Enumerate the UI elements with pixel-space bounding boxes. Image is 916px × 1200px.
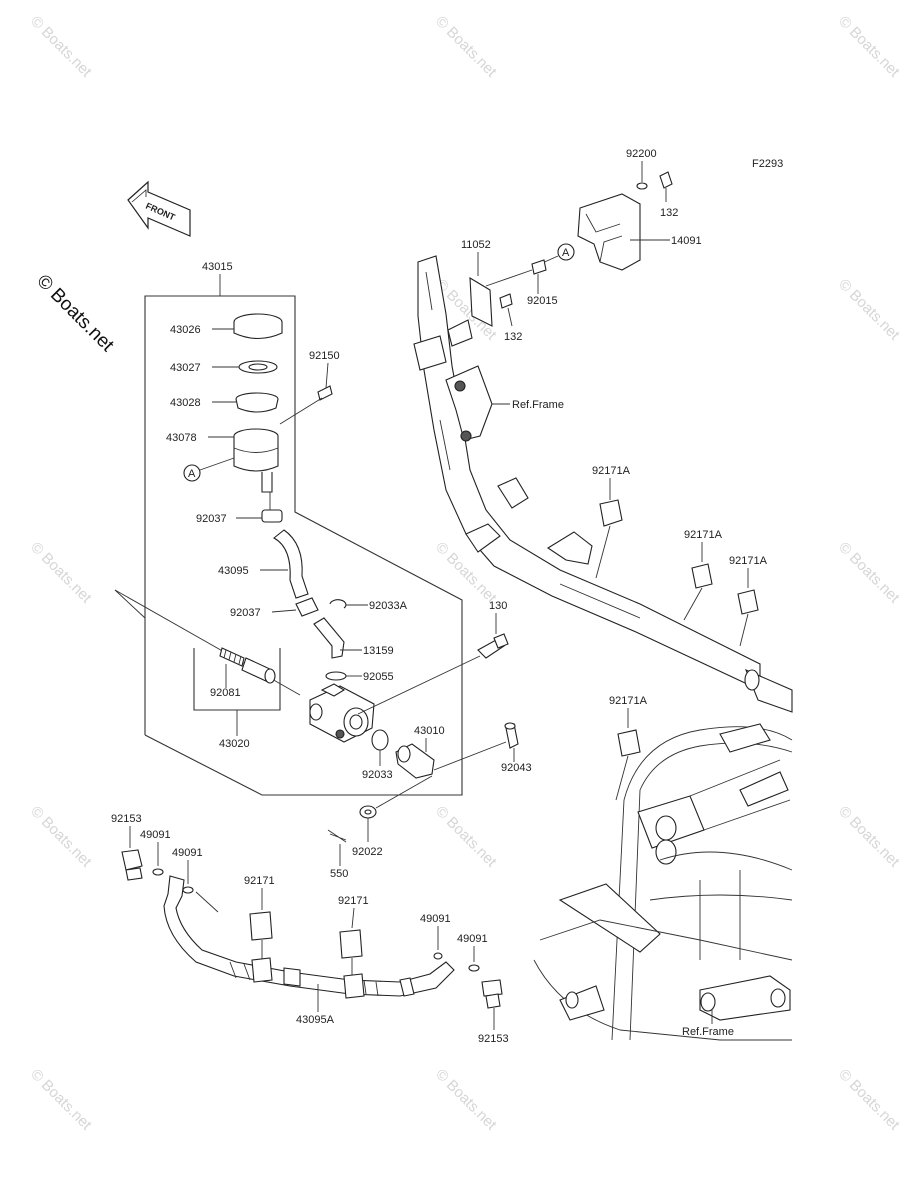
part-label-43026: 43026 [170, 324, 201, 336]
assembly-43015-frame: 43015 [144, 261, 463, 796]
part-label-92081: 92081 [210, 687, 241, 699]
part-label-13159: 13159 [363, 645, 394, 657]
part-label-43028: 43028 [170, 397, 201, 409]
piston-kit-43020: 92081 43020 [114, 589, 301, 750]
watermark: © Boats.net [27, 1066, 95, 1134]
clamps-92171a: 92171A 92171A 92171A 92171A [592, 465, 768, 801]
front-arrow: FRONT [127, 180, 191, 237]
part-label-92171a-3: 92171A [729, 555, 768, 567]
watermark: © Boats.net [432, 1066, 500, 1134]
callout-a-circle [183, 464, 201, 482]
watermarks: © Boats.net © Boats.net © Boats.net © Bo… [27, 13, 903, 1134]
hose-43095: 43095 [218, 529, 309, 599]
fitting-13159: 13159 [313, 617, 394, 659]
part-label-92150: 92150 [309, 350, 340, 362]
watermark: © Boats.net [835, 1066, 903, 1134]
part-label-43027: 43027 [170, 362, 201, 374]
part-label-92022: 92022 [352, 846, 383, 858]
watermark: © Boats.net [835, 276, 903, 344]
watermark-main: © Boats.net [32, 271, 118, 357]
bolt-130: 130 [357, 600, 509, 715]
washer-92022: 92022 [352, 775, 433, 858]
part-label-92153-right: 92153 [478, 1033, 509, 1045]
master-cylinder-43010: 92033 43010 [309, 683, 445, 781]
part-label-43078: 43078 [166, 432, 197, 444]
callout-a-label: A [188, 468, 196, 480]
clamp-92037-lower: 92037 [230, 597, 319, 619]
part-label-43095a: 43095A [296, 1014, 335, 1026]
part-label-92171-right: 92171 [338, 895, 369, 907]
watermark: © Boats.net [27, 539, 95, 607]
guard-assembly: 92200 132 14091 A 92015 11052 132 [461, 148, 702, 343]
oring-92055: 92055 [325, 671, 394, 683]
watermark: © Boats.net [835, 13, 903, 81]
part-label-14091: 14091 [671, 235, 702, 247]
part-label-49091-d: 49091 [457, 933, 488, 945]
part-label-43095: 43095 [218, 565, 249, 577]
watermark: © Boats.net [27, 803, 95, 871]
part-label-43015: 43015 [202, 261, 233, 273]
pin-92043: 92043 [433, 722, 532, 774]
watermark: © Boats.net [835, 539, 903, 607]
frame-lower: Ref.Frame [533, 723, 793, 1041]
part-label-92033a: 92033A [369, 600, 408, 612]
watermark: © Boats.net [27, 13, 95, 81]
part-label-92043: 92043 [501, 762, 532, 774]
part-label-43010: 43010 [414, 725, 445, 737]
frame-upper: Ref.Frame [413, 255, 793, 713]
part-label-130: 130 [489, 600, 507, 612]
part-label-92200: 92200 [626, 148, 657, 160]
ref-frame-label-lower: Ref.Frame [682, 1026, 734, 1038]
part-label-92171a-4: 92171A [609, 695, 648, 707]
part-label-92171a-2: 92171A [684, 529, 723, 541]
watermark: © Boats.net [432, 13, 500, 81]
part-label-49091-b: 49091 [172, 847, 203, 859]
part-label-92037-upper: 92037 [196, 513, 227, 525]
clamp-92037-upper: 92037 [196, 492, 283, 525]
part-label-92037-lower: 92037 [230, 607, 261, 619]
part-label-92171-left: 92171 [244, 875, 275, 887]
part-label-92153-left: 92153 [111, 813, 142, 825]
part-label-43020: 43020 [219, 738, 250, 750]
ref-frame-label-upper: Ref.Frame [512, 399, 564, 411]
part-label-92015: 92015 [527, 295, 558, 307]
part-label-49091-c: 49091 [420, 913, 451, 925]
cotter-pin-550: 550 [327, 829, 348, 880]
part-label-132-upper: 132 [660, 207, 678, 219]
watermark: © Boats.net [432, 803, 500, 871]
part-label-49091-a: 49091 [140, 829, 171, 841]
part-label-550: 550 [330, 868, 348, 880]
reservoir-parts: 43026 43027 43028 43078 A [166, 313, 283, 493]
circlip-92033a: 92033A [329, 599, 408, 612]
part-label-92171a-1: 92171A [592, 465, 631, 477]
part-label-132-lower: 132 [504, 331, 522, 343]
brake-hose-43095a: 92153 49091 49091 92171 92171 43095A 490… [111, 813, 509, 1045]
bolt-92150: 92150 [279, 350, 340, 425]
watermark: © Boats.net [835, 803, 903, 871]
part-label-92055: 92055 [363, 671, 394, 683]
part-label-11052: 11052 [461, 239, 491, 251]
diagram-code: F2293 [752, 158, 783, 170]
part-label-92033: 92033 [362, 769, 393, 781]
callout-a-label-2: A [562, 247, 570, 259]
callout-a-circle-2 [557, 243, 575, 261]
